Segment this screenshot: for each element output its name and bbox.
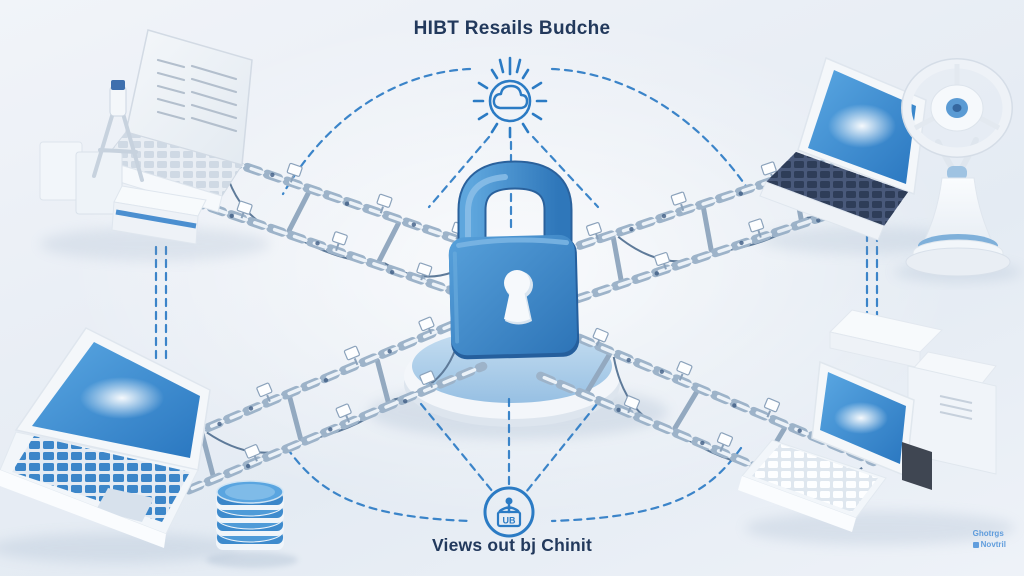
watermark-line-1: Ghotrgs [972,529,1004,538]
desktop-printer-icon [738,309,1015,545]
printer-workstation-icon [39,29,270,261]
cloud-network-sun-icon [472,56,548,139]
watermark-line-2: Novtril [972,539,1006,550]
keyhole-icon [504,270,533,325]
podium-glyph-text: UB [503,516,516,526]
page-title: HIBT Resails Budche [413,18,611,39]
laptop-antenna-icon [759,56,1022,282]
identity-podium-icon: UB [483,486,535,538]
laptop-database-icon [0,327,298,568]
footer-caption: Views out bj Chinit [431,535,592,555]
watermark-square-icon [972,541,979,548]
padlock-icon [448,160,580,360]
coin-stack-icon [206,480,298,568]
watermark: Ghotrgs Novtril [972,528,1006,550]
